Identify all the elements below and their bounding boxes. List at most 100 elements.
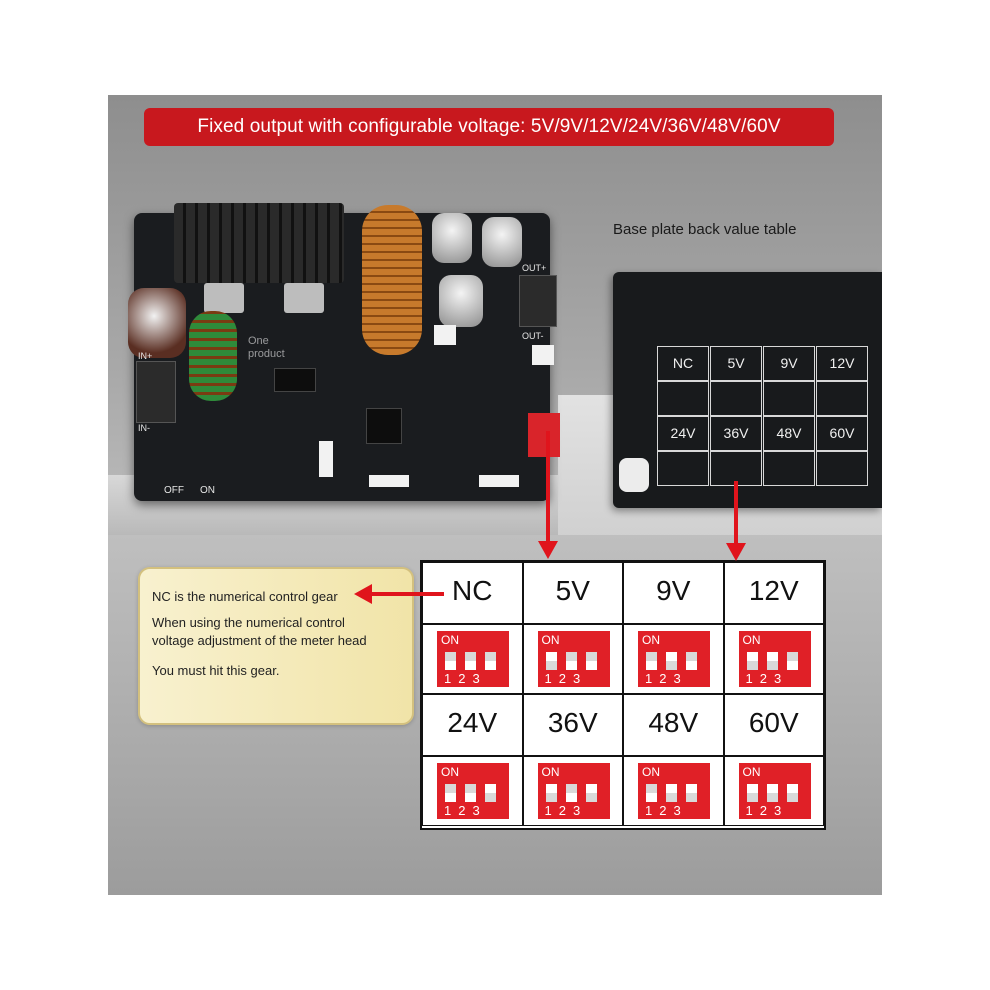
dip-on-label: ON (541, 765, 560, 779)
microcontroller-chip (366, 408, 402, 444)
dip-switch-slot (585, 784, 597, 802)
dip-switch-slot (585, 652, 597, 670)
dip-switch-knob (686, 661, 697, 670)
dip-switch-slot (445, 784, 456, 802)
dip-numbers: 123 (444, 671, 487, 686)
dip-switch-slot (646, 652, 657, 670)
table-label-cell: 48V (623, 694, 724, 756)
dip-numbers: 123 (745, 803, 789, 818)
dip-switch-slot (545, 784, 557, 802)
silk-on: ON (200, 485, 215, 496)
table-label-cell: 24V (422, 694, 523, 756)
back-dip-icon (657, 381, 709, 416)
product-photo-scene: Fixed output with configurable voltage: … (108, 95, 882, 895)
dip-switch-knob (445, 661, 456, 670)
silk-off: OFF (164, 485, 184, 496)
terminal-block (519, 275, 557, 327)
dip-on-label: ON (541, 633, 560, 647)
power-transistor (284, 283, 324, 313)
dip-switch-slot (646, 784, 657, 802)
capacitor (432, 213, 472, 263)
dip-switch-knob (485, 784, 496, 793)
table-dip-cell: ON 123 (723, 756, 824, 826)
dip-numbers: 123 (645, 803, 688, 818)
table-dip-cell: ON 123 (522, 624, 623, 694)
dip-switch-knob (545, 652, 557, 661)
dip-on-label: ON (441, 633, 459, 647)
dip-on-label: ON (642, 633, 660, 647)
back-value-table: NC 5V 9V 12V 24V 36V 48V 60V (657, 346, 869, 486)
base-plate-back: NC 5V 9V 12V 24V 36V 48V 60V (613, 272, 882, 508)
connector (434, 325, 456, 345)
table-label-cell: 12V (723, 562, 824, 624)
nc-callout-note: NC is the numerical control gear When us… (138, 567, 414, 725)
silk-in-plus: IN+ (138, 351, 153, 361)
dip-switch-slot (766, 784, 778, 802)
dip-switch-knob (746, 784, 758, 793)
back-label-24v: 24V (657, 416, 709, 451)
voltage-label: 9V (656, 575, 691, 606)
dip-on-label: ON (742, 765, 761, 779)
converter-circuit-board: IN+ IN- OUT+ OUT- OFF ON One product (128, 203, 560, 501)
back-label-60v: 60V (816, 416, 868, 451)
table-label-cell: NC (422, 562, 523, 624)
dip-numbers: 123 (745, 671, 789, 686)
back-dip-icon (710, 451, 762, 486)
dip-switch-knob (666, 652, 677, 661)
back-label-nc: NC (657, 346, 709, 381)
dip-switch-knob (545, 784, 557, 793)
dip-switch-slot (565, 784, 577, 802)
mounting-standoff (619, 458, 649, 492)
back-label-36v: 36V (710, 416, 762, 451)
dip-switch-slot (686, 652, 697, 670)
dip-switch-knob (565, 661, 577, 670)
dip-switch-slot (666, 784, 677, 802)
table-label-cell: 60V (723, 694, 824, 756)
dip-switch-slot (485, 652, 496, 670)
silk-in-minus: IN- (138, 423, 150, 433)
ic-chip (274, 368, 316, 392)
table-label-cell: 5V (522, 562, 623, 624)
dip-switch-knob (465, 793, 476, 802)
terminal-block (136, 361, 176, 423)
silk-out-plus: OUT+ (522, 263, 547, 273)
dip-switch-knob (686, 784, 697, 793)
dip-switch-knob (445, 793, 456, 802)
back-dip-icon (816, 451, 868, 486)
dip-switch-slot (465, 784, 476, 802)
voltage-label: 12V (748, 575, 799, 606)
dip-switch-knob (585, 661, 597, 670)
dip-numbers: 123 (544, 671, 588, 686)
dip-switch-knob (485, 661, 496, 670)
dip-switch-knob (746, 652, 758, 661)
dip-switch-knob (465, 661, 476, 670)
dip-switch-knob (786, 784, 798, 793)
dip-switch-knob (666, 784, 677, 793)
dip-switch-icon: ON 123 (437, 631, 509, 687)
dip-switch-slot (786, 652, 798, 670)
callout-line-2: When using the numerical control (152, 615, 345, 630)
dip-switch-slot (485, 784, 496, 802)
dip-numbers: 123 (444, 803, 487, 818)
back-label-9v: 9V (763, 346, 815, 381)
callout-line-3: voltage adjustment of the meter head (152, 633, 367, 648)
dip-switch-table: NC ON 123 5V ON 123 9V ON 123 12V ON 123 24V ON 123 36V… (420, 560, 826, 830)
dip-switch-slot (565, 652, 577, 670)
capacitor (439, 275, 483, 327)
callout-line-4: You must hit this gear. (152, 663, 280, 678)
dip-switch-knob (766, 784, 778, 793)
dip-switch-icon: ON 123 (738, 763, 811, 819)
back-label-5v: 5V (710, 346, 762, 381)
table-label-cell: 36V (522, 694, 623, 756)
voltage-label: NC (452, 575, 493, 606)
